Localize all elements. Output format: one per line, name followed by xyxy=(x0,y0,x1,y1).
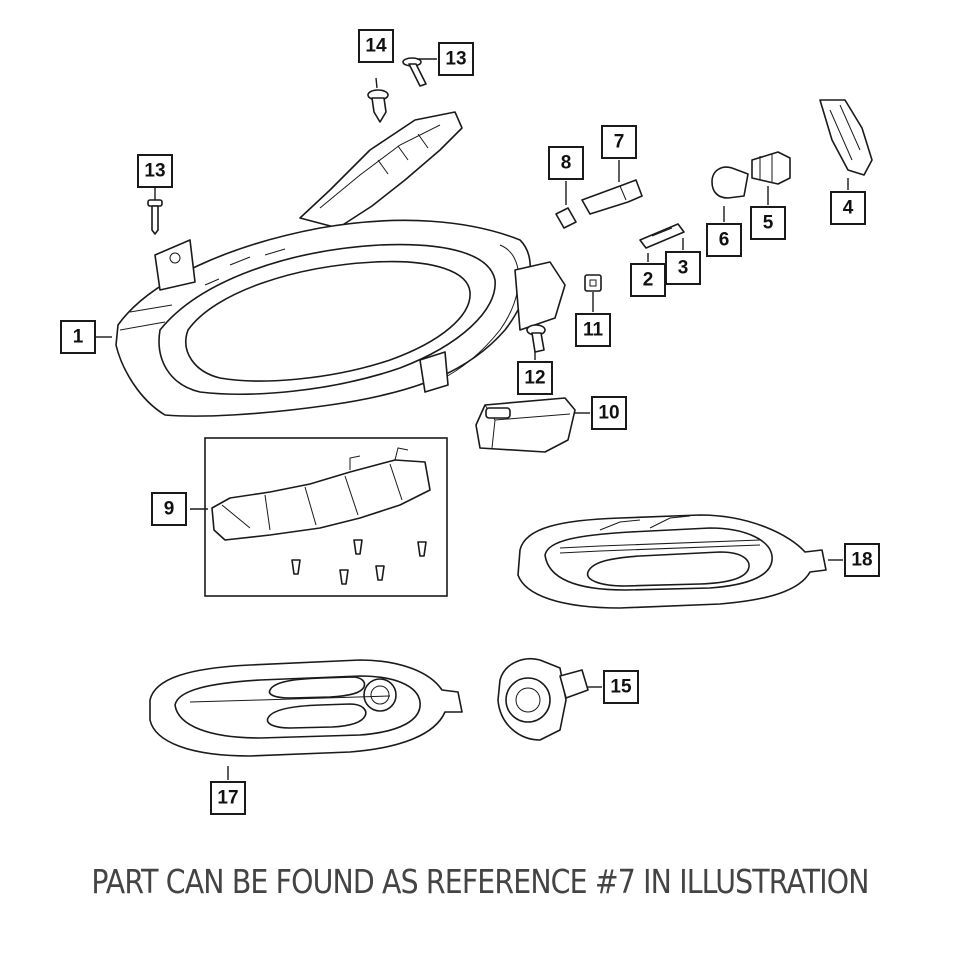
bulb-8 xyxy=(555,207,577,229)
callout-13-top: 13 xyxy=(438,42,474,76)
svg-text:11: 11 xyxy=(583,320,604,341)
socket-5 xyxy=(751,151,791,185)
svg-text:18: 18 xyxy=(851,550,872,571)
callout-5: 5 xyxy=(750,206,786,240)
fog-lamp-15 xyxy=(497,658,589,741)
callout-14: 14 xyxy=(358,29,394,63)
bulb-6 xyxy=(711,166,749,199)
svg-text:4: 4 xyxy=(843,198,854,219)
module-10 xyxy=(475,397,576,453)
svg-text:9: 9 xyxy=(164,499,175,520)
bulb-2-3 xyxy=(639,223,685,249)
svg-text:3: 3 xyxy=(678,258,689,279)
svg-text:13: 13 xyxy=(144,161,165,182)
callout-2: 2 xyxy=(630,263,666,297)
fog-bezel-18 xyxy=(517,514,827,609)
svg-text:6: 6 xyxy=(719,230,730,251)
screw-13-top xyxy=(402,57,427,87)
push-pin-14 xyxy=(367,89,389,123)
svg-text:10: 10 xyxy=(598,403,619,424)
reference-caption: PART CAN BE FOUND AS REFERENCE #7 IN ILL… xyxy=(91,862,869,901)
svg-text:12: 12 xyxy=(524,368,545,389)
callout-8: 8 xyxy=(548,146,584,180)
screw-13-left xyxy=(147,199,163,235)
cover-4 xyxy=(819,99,873,176)
bracket-screws xyxy=(291,539,427,585)
callout-4: 4 xyxy=(830,191,866,225)
svg-text:15: 15 xyxy=(610,677,632,698)
svg-text:8: 8 xyxy=(561,153,572,174)
svg-text:5: 5 xyxy=(763,213,774,234)
headlamp-assembly xyxy=(115,111,566,417)
callout-17: 17 xyxy=(210,781,246,815)
fog-bezel-17 xyxy=(149,659,463,757)
svg-text:2: 2 xyxy=(643,270,654,291)
svg-text:1: 1 xyxy=(73,327,84,348)
svg-text:7: 7 xyxy=(614,132,625,153)
bracket-kit-9 xyxy=(204,437,448,597)
socket-7 xyxy=(581,179,643,215)
leader-lines xyxy=(96,58,849,780)
svg-text:14: 14 xyxy=(365,36,387,57)
svg-text:13: 13 xyxy=(445,49,466,70)
callout-10: 10 xyxy=(591,396,627,430)
callout-13-left: 13 xyxy=(137,154,173,188)
callout-12: 12 xyxy=(517,361,553,395)
callout-9: 9 xyxy=(151,492,187,526)
callout-11: 11 xyxy=(575,313,611,347)
callout-3: 3 xyxy=(665,251,701,285)
callout-6: 6 xyxy=(706,223,742,257)
screw-12 xyxy=(526,324,546,353)
callout-1: 1 xyxy=(60,320,96,354)
callout-7: 7 xyxy=(601,125,637,159)
clip-11 xyxy=(584,274,602,292)
callout-18: 18 xyxy=(844,543,880,577)
svg-text:17: 17 xyxy=(217,788,238,809)
callout-15: 15 xyxy=(603,670,639,704)
